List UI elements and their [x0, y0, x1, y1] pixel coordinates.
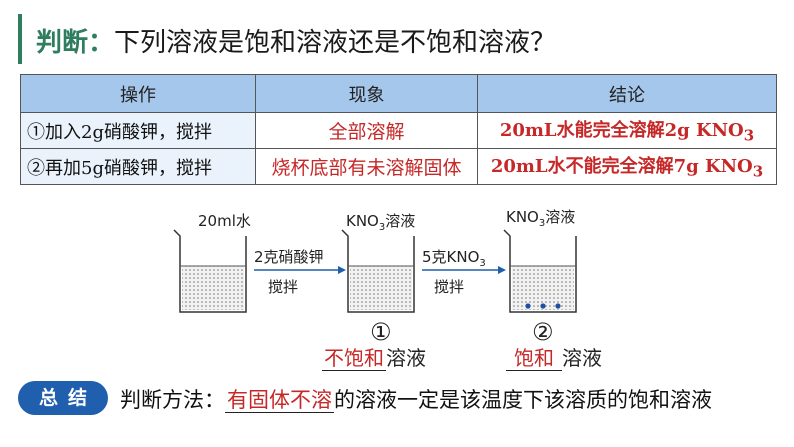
conclusion-text: 20mL水不能完全溶解7g KNO — [490, 156, 753, 178]
phenomenon-cell: 全部溶解 — [255, 112, 478, 149]
table-row: ①加入2g硝酸钾，搅拌 全部溶解 20mL水能完全溶解2g KNO3 — [20, 112, 777, 149]
beaker2-label-tail: 溶液 — [385, 212, 416, 230]
answer-2-tail: 溶液 — [562, 346, 602, 370]
column-header-phenomenon: 现象 — [255, 74, 478, 113]
conclusion-subscript: 3 — [743, 126, 755, 145]
conclusion-subscript: 3 — [752, 162, 764, 181]
answer-1-fill: 不饱和 — [322, 346, 386, 371]
beaker-unsaturated-icon — [341, 229, 415, 313]
experiment-diagram: 20ml水 KNO3溶液 KNO3溶液 2克硝酸钾 搅拌 5克KNO3 搅拌 ①… — [160, 200, 640, 380]
table-row: ②再加5g硝酸钾，搅拌 烧杯底部有未溶解固体 20mL水不能完全溶解7g KNO… — [20, 148, 777, 185]
beaker3-label-tail: 溶液 — [545, 208, 576, 226]
title-question: 下列溶液是饱和溶液还是不饱和溶液？ — [114, 28, 557, 58]
arrow2-top-sub: 3 — [479, 258, 486, 269]
arrow2-top-label: 5克KNO3 — [422, 246, 486, 269]
marker-1: ① — [370, 318, 392, 346]
title-lead: 判断： — [36, 28, 115, 58]
arrow-right-icon — [254, 266, 346, 274]
operation-cell: ②再加5g硝酸钾，搅拌 — [20, 148, 256, 185]
page-title: 判断：下列溶液是饱和溶液还是不饱和溶液？ — [36, 22, 556, 59]
phenomenon-cell: 烧杯底部有未溶解固体 — [255, 148, 478, 185]
answer-2-fill: 饱和 — [506, 346, 562, 371]
arrow2-bottom-label: 搅拌 — [434, 278, 465, 296]
arrow1-bottom-label: 搅拌 — [268, 278, 299, 296]
beaker2-label-main: KNO — [346, 212, 379, 230]
beaker-illustration — [173, 229, 577, 313]
summary-fill: 有固体不溶 — [225, 388, 334, 413]
summary-text: 判断方法：有固体不溶的溶液一定是该温度下该溶质的饱和溶液 — [120, 384, 712, 414]
arrow-right-icon — [422, 266, 506, 274]
answer-2: 饱和溶液 — [506, 342, 602, 371]
title-accent-bar — [18, 14, 22, 64]
beaker-saturated-icon — [503, 229, 577, 313]
column-header-operation: 操作 — [20, 74, 256, 113]
summary-badge: 总结 — [18, 381, 108, 415]
beaker2-label: KNO3溶液 — [346, 210, 415, 233]
beaker1-label: 20ml水 — [198, 212, 251, 230]
conclusion-cell: 20mL水不能完全溶解7g KNO3 — [477, 148, 777, 185]
beaker3-label-sub: 3 — [538, 218, 546, 229]
beaker3-label-main: KNO — [506, 208, 539, 226]
summary-tail: 的溶液一定是该温度下该溶质的饱和溶液 — [334, 388, 712, 412]
arrow1-top-label: 2克硝酸钾 — [254, 248, 324, 266]
conclusion-text: 20mL水能完全溶解2g KNO — [499, 120, 744, 142]
conclusion-cell: 20mL水能完全溶解2g KNO3 — [477, 112, 777, 149]
answer-1-tail: 溶液 — [386, 346, 426, 370]
beaker2-label-sub: 3 — [378, 222, 386, 233]
marker-2: ② — [532, 318, 554, 346]
beaker3-label: KNO3溶液 — [506, 206, 575, 229]
summary-prefix: 判断方法： — [120, 388, 225, 412]
column-header-conclusion: 结论 — [477, 74, 777, 113]
operation-cell: ①加入2g硝酸钾，搅拌 — [20, 112, 256, 149]
answer-1: 不饱和溶液 — [322, 342, 426, 371]
table-header-row: 操作 现象 结论 — [20, 74, 777, 113]
judgement-table: 操作 现象 结论 ①加入2g硝酸钾，搅拌 全部溶解 20mL水能完全溶解2g K… — [20, 74, 777, 185]
arrow2-top-main: 5克KNO — [422, 248, 480, 266]
beaker-water-icon — [173, 229, 247, 313]
